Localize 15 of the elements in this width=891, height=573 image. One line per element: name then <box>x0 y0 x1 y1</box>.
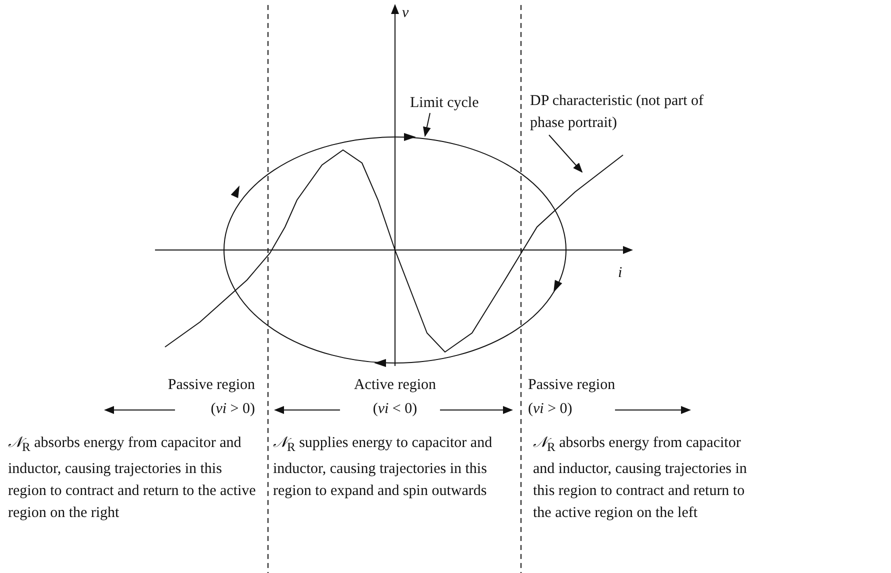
callout-label: Limit cycle <box>410 92 479 114</box>
description-text: 𝒩$_{R}$ supplies energy to capacitor and inductor, causing trajectories in this region to expand and spin outwards <box>273 434 494 501</box>
description-text: 𝒩$_{R}$ absorbs energy from capacitor and inductor, causing trajectories in this region to contract and return to the active region on the left <box>533 434 748 523</box>
region-label: Active region <box>354 376 436 395</box>
callout-label: DP characteristic (not part of phase portrait) <box>530 90 730 134</box>
region-label: Passive region <box>168 376 255 395</box>
leader-line <box>423 112 431 137</box>
condition-label: (vi < 0) <box>372 400 418 419</box>
condition-label: (vi > 0) <box>210 400 255 419</box>
region-label: Passive region <box>528 376 616 395</box>
axis-label: v <box>402 4 409 23</box>
condition-label: (vi > 0) <box>528 400 572 419</box>
axis-label: i <box>618 264 622 283</box>
leader-line <box>548 134 583 173</box>
description-text: 𝒩$_{R}$ absorbs energy from capacitor and inductor, causing trajectories in this region to contract and return to the active region on the right <box>8 434 257 523</box>
